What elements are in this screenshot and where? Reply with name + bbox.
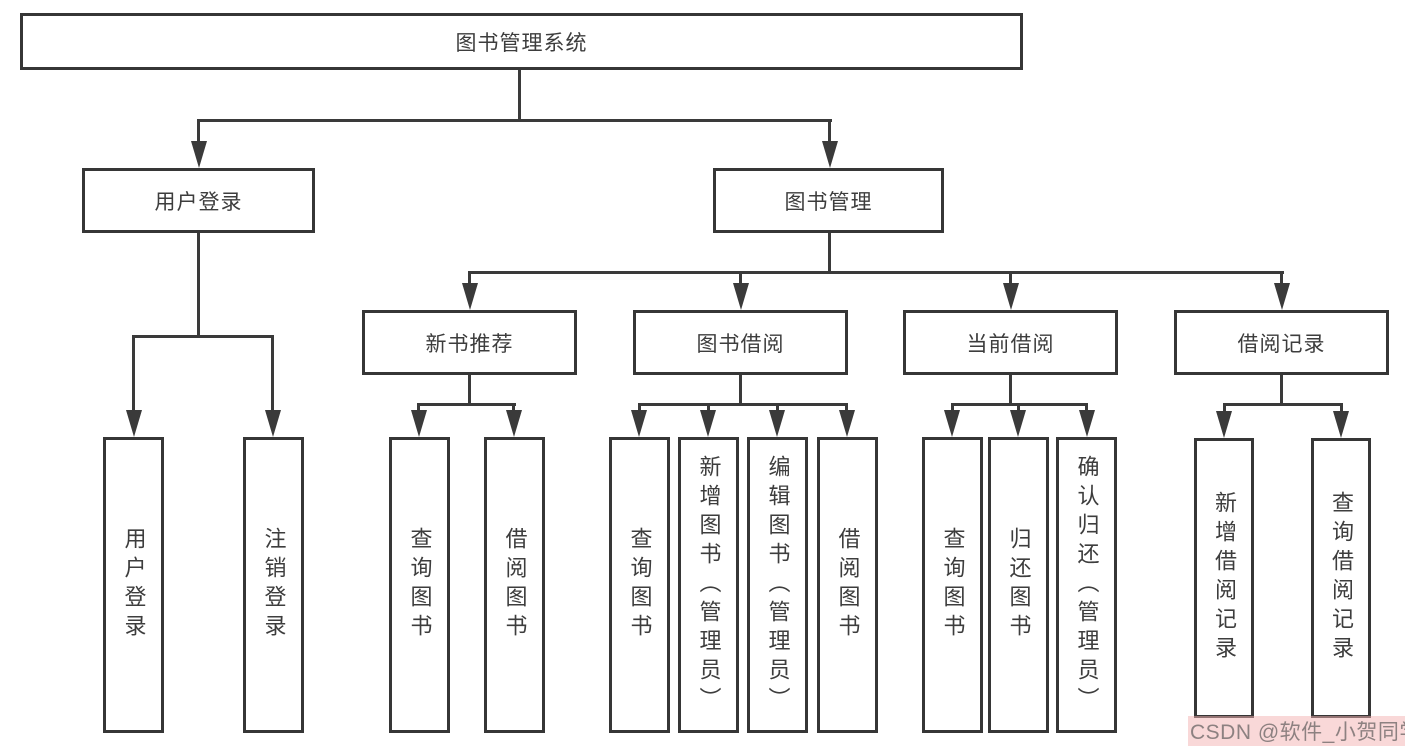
arrowhead-to-leaf-edit-books-admin: [769, 410, 785, 437]
arrowhead-to-leaf-user-login: [126, 410, 142, 437]
leaf-add-books-admin: 新增图书（管理员）: [678, 437, 739, 733]
connector-recommend-stem: [468, 375, 471, 406]
connector-book-management-stem: [828, 233, 831, 274]
leaf-borrow-books-label: 借阅图书: [835, 527, 861, 643]
node-book-borrow-label: 图书借阅: [696, 332, 785, 356]
connector-recommend-bar: [417, 403, 516, 406]
arrowhead-to-book-borrow: [733, 283, 749, 310]
connector-user-login-bar: [132, 335, 274, 338]
leaf-query-books-borrow: 查询图书: [609, 437, 670, 733]
connector-user-login-left-shaft: [132, 335, 135, 412]
leaf-logout-label: 注销登录: [261, 527, 287, 643]
arrowhead-to-leaf-add-borrow-record: [1216, 411, 1232, 438]
leaf-query-borrow-record: 查询借阅记录: [1311, 438, 1371, 718]
connector-recommend-shaft-1: [417, 403, 420, 413]
leaf-confirm-return-admin: 确认归还（管理员）: [1056, 437, 1117, 733]
leaf-edit-books-admin-label: 编辑图书（管理员）: [765, 454, 791, 716]
arrowhead-to-leaf-return-books: [1010, 410, 1026, 437]
connector-records-shaft-2: [1340, 403, 1343, 413]
arrowhead-to-user-login: [191, 141, 207, 168]
arrowhead-to-leaf-borrow-books-recommend: [506, 410, 522, 437]
leaf-query-books-current-label: 查询图书: [940, 527, 966, 643]
leaf-borrow-books-recommend: 借阅图书: [484, 437, 545, 733]
leaf-query-books-recommend-label: 查询图书: [407, 527, 433, 643]
connector-current-shaft-3: [1085, 403, 1088, 413]
connector-borrow-bar: [638, 403, 848, 406]
node-user-login: 用户登录: [82, 168, 315, 233]
arrowhead-to-leaf-query-books-borrow: [631, 410, 647, 437]
connector-records-stem: [1280, 375, 1283, 406]
connector-user-login-right-shaft: [271, 335, 274, 412]
leaf-return-books: 归还图书: [988, 437, 1049, 733]
leaf-add-borrow-record-label: 新增借阅记录: [1212, 491, 1237, 665]
node-root: 图书管理系统: [20, 13, 1023, 70]
arrowhead-to-leaf-logout: [265, 410, 281, 437]
connector-current-shaft-1: [951, 403, 954, 413]
leaf-add-books-admin-label: 新增图书（管理员）: [696, 454, 722, 716]
arrowhead-to-leaf-confirm-return: [1079, 410, 1095, 437]
node-new-book-recommend-label: 新书推荐: [425, 332, 514, 356]
connector-recommend-shaft-2: [512, 403, 515, 413]
leaf-confirm-return-admin-label: 确认归还（管理员）: [1074, 454, 1100, 716]
arrowhead-to-borrow-records: [1274, 283, 1290, 310]
leaf-query-books-recommend: 查询图书: [389, 437, 450, 733]
node-current-borrow-label: 当前借阅: [966, 332, 1055, 356]
arrowhead-to-leaf-query-borrow-record: [1333, 411, 1349, 438]
connector-records-bar: [1223, 403, 1343, 406]
leaf-borrow-books: 借阅图书: [817, 437, 878, 733]
connector-root-stem: [518, 70, 521, 121]
csdn-watermark: CSDN @软件_小贺同学: [1188, 716, 1405, 746]
arrowhead-to-leaf-query-books-recommend: [411, 410, 427, 437]
leaf-add-borrow-record: 新增借阅记录: [1194, 438, 1254, 718]
node-book-management: 图书管理: [713, 168, 944, 233]
node-root-label: 图书管理系统: [455, 31, 588, 55]
leaf-borrow-books-recommend-label: 借阅图书: [502, 527, 528, 643]
connector-records-shaft-1: [1223, 403, 1226, 413]
leaf-query-books-current: 查询图书: [922, 437, 983, 733]
connector-root-bar: [197, 119, 832, 122]
connector-borrow-shaft-4: [845, 403, 848, 413]
node-new-book-recommend: 新书推荐: [362, 310, 577, 375]
connector-borrow-shaft-3: [776, 403, 779, 413]
node-book-borrow: 图书借阅: [633, 310, 848, 375]
connector-user-login-stem: [197, 233, 200, 337]
connector-current-stem: [1009, 375, 1012, 406]
node-current-borrow: 当前借阅: [903, 310, 1118, 375]
arrowhead-to-leaf-add-books-admin: [700, 410, 716, 437]
connector-level2-bar: [468, 271, 1284, 274]
leaf-user-login-label: 用户登录: [121, 527, 147, 643]
arrowhead-to-current-borrow: [1003, 283, 1019, 310]
connector-root-left-shaft: [197, 119, 200, 145]
node-borrow-records-label: 借阅记录: [1237, 332, 1326, 356]
leaf-logout: 注销登录: [243, 437, 304, 733]
arrowhead-to-book-management: [822, 141, 838, 168]
arrowhead-to-leaf-borrow-books: [839, 410, 855, 437]
node-user-login-label: 用户登录: [154, 190, 243, 214]
connector-level2-shaft-4: [1280, 271, 1283, 285]
node-book-management-label: 图书管理: [784, 190, 873, 214]
leaf-return-books-label: 归还图书: [1006, 527, 1032, 643]
arrowhead-to-leaf-query-books-current: [944, 410, 960, 437]
connector-level2-shaft-1: [468, 271, 471, 285]
connector-current-shaft-2: [1017, 403, 1020, 413]
connector-root-right-shaft: [828, 119, 831, 145]
node-borrow-records: 借阅记录: [1174, 310, 1389, 375]
connector-level2-shaft-3: [1009, 271, 1012, 285]
leaf-query-borrow-record-label: 查询借阅记录: [1329, 491, 1354, 665]
arrowhead-to-new-book-recommend: [462, 283, 478, 310]
connector-borrow-shaft-2: [707, 403, 710, 413]
leaf-edit-books-admin: 编辑图书（管理员）: [747, 437, 808, 733]
leaf-user-login: 用户登录: [103, 437, 164, 733]
leaf-query-books-borrow-label: 查询图书: [627, 527, 653, 643]
connector-level2-shaft-2: [739, 271, 742, 285]
connector-borrow-shaft-1: [638, 403, 641, 413]
connector-borrow-stem: [739, 375, 742, 406]
